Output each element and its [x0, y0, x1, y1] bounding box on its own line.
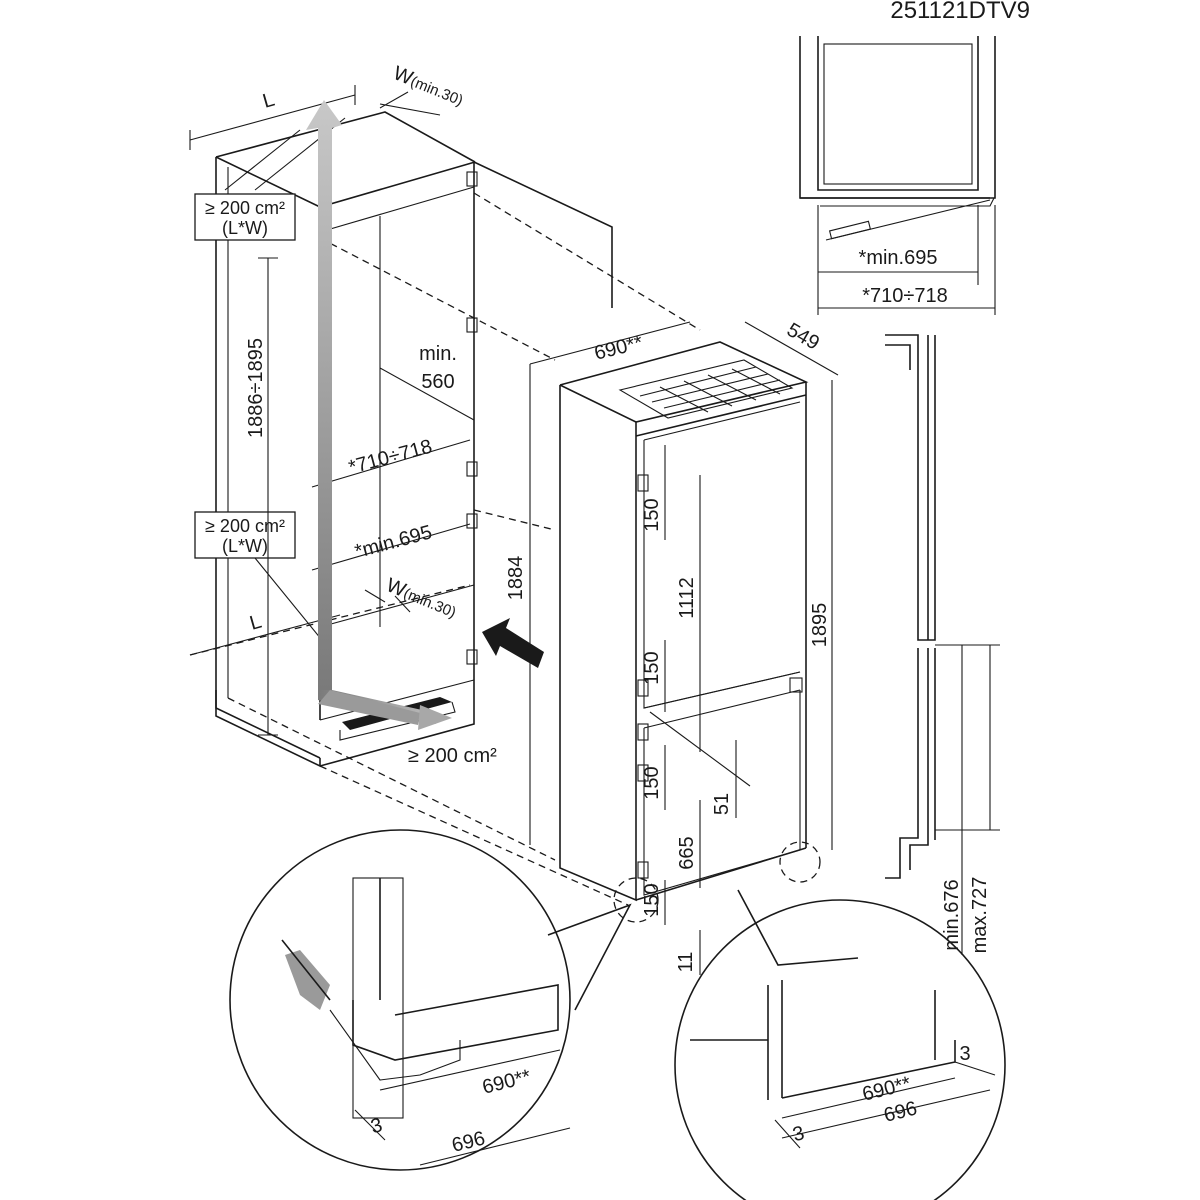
detail-right-offset-bottom: 3 [790, 1122, 806, 1146]
niche-width-dimensions: *710÷718 *min.695 [311, 436, 471, 571]
niche-depth-dimension: min. 560 [379, 343, 475, 421]
svg-text:≥ 200 cm²: ≥ 200 cm² [205, 516, 285, 536]
detail-left-offset: 3 [368, 1114, 384, 1138]
width-label-bottom: W(min.30) [383, 574, 460, 622]
svg-text:665: 665 [676, 836, 698, 869]
appliance-hinge-icons [637, 474, 803, 879]
airflow-arrow: ≥ 200 cm² [306, 100, 497, 767]
detail-left-depth: 690** [480, 1066, 533, 1099]
svg-text:1112: 1112 [676, 577, 698, 619]
svg-text:min.: min. [419, 343, 457, 365]
svg-text:(L*W): (L*W) [222, 218, 268, 238]
appliance-depth-top: 690** [592, 332, 645, 365]
svg-text:150: 150 [641, 651, 663, 684]
detail-left-total: 696 [450, 1127, 488, 1156]
appliance-body [559, 341, 821, 923]
height-range-label: 1886÷1895 [245, 338, 267, 438]
svg-text:150: 150 [641, 498, 663, 531]
top-view-width-min: *min.695 [859, 247, 938, 269]
width-min-label: *min.695 [352, 521, 434, 563]
plinth-vent-label: ≥ 200 cm² [408, 745, 497, 767]
appliance-width-top: 549 [783, 319, 823, 355]
profile-min-height: min.676 [941, 879, 963, 950]
height-1895: 1895 [809, 603, 831, 648]
length-label-top: L [260, 89, 277, 113]
detail-right-total: 696 [882, 1097, 920, 1126]
svg-text:(L*W): (L*W) [222, 536, 268, 556]
detail-left: 690** 3 696 [229, 829, 632, 1171]
width-range-label: *710÷718 [346, 436, 434, 479]
top-view: *min.695 *710÷718 [799, 36, 996, 315]
side-profile: min.676 max.727 [885, 334, 1000, 955]
profile-max-height: max.727 [969, 877, 991, 954]
svg-text:150: 150 [641, 766, 663, 799]
niche-height-dimension: 1886÷1895 [245, 257, 278, 736]
svg-text:≥ 200 cm²: ≥ 200 cm² [205, 198, 285, 218]
height-1884: 1884 [505, 556, 527, 601]
vent-label-bottom: ≥ 200 cm² (L*W) [194, 511, 296, 559]
svg-text:51: 51 [711, 793, 733, 815]
insert-arrow [482, 618, 544, 668]
svg-text:150: 150 [641, 883, 663, 916]
length-label-bottom: L [247, 611, 264, 635]
top-view-width-range: *710÷718 [862, 285, 948, 307]
width-label-top: W(min.30) [390, 62, 467, 110]
model-code: 251121DTV9 [890, 0, 1030, 24]
vent-label-top: ≥ 200 cm² (L*W) [194, 193, 296, 241]
svg-text:11: 11 [675, 952, 697, 973]
svg-text:560: 560 [421, 371, 454, 393]
hinge-icons [466, 171, 478, 665]
detail-right-offset-top: 3 [959, 1043, 970, 1065]
